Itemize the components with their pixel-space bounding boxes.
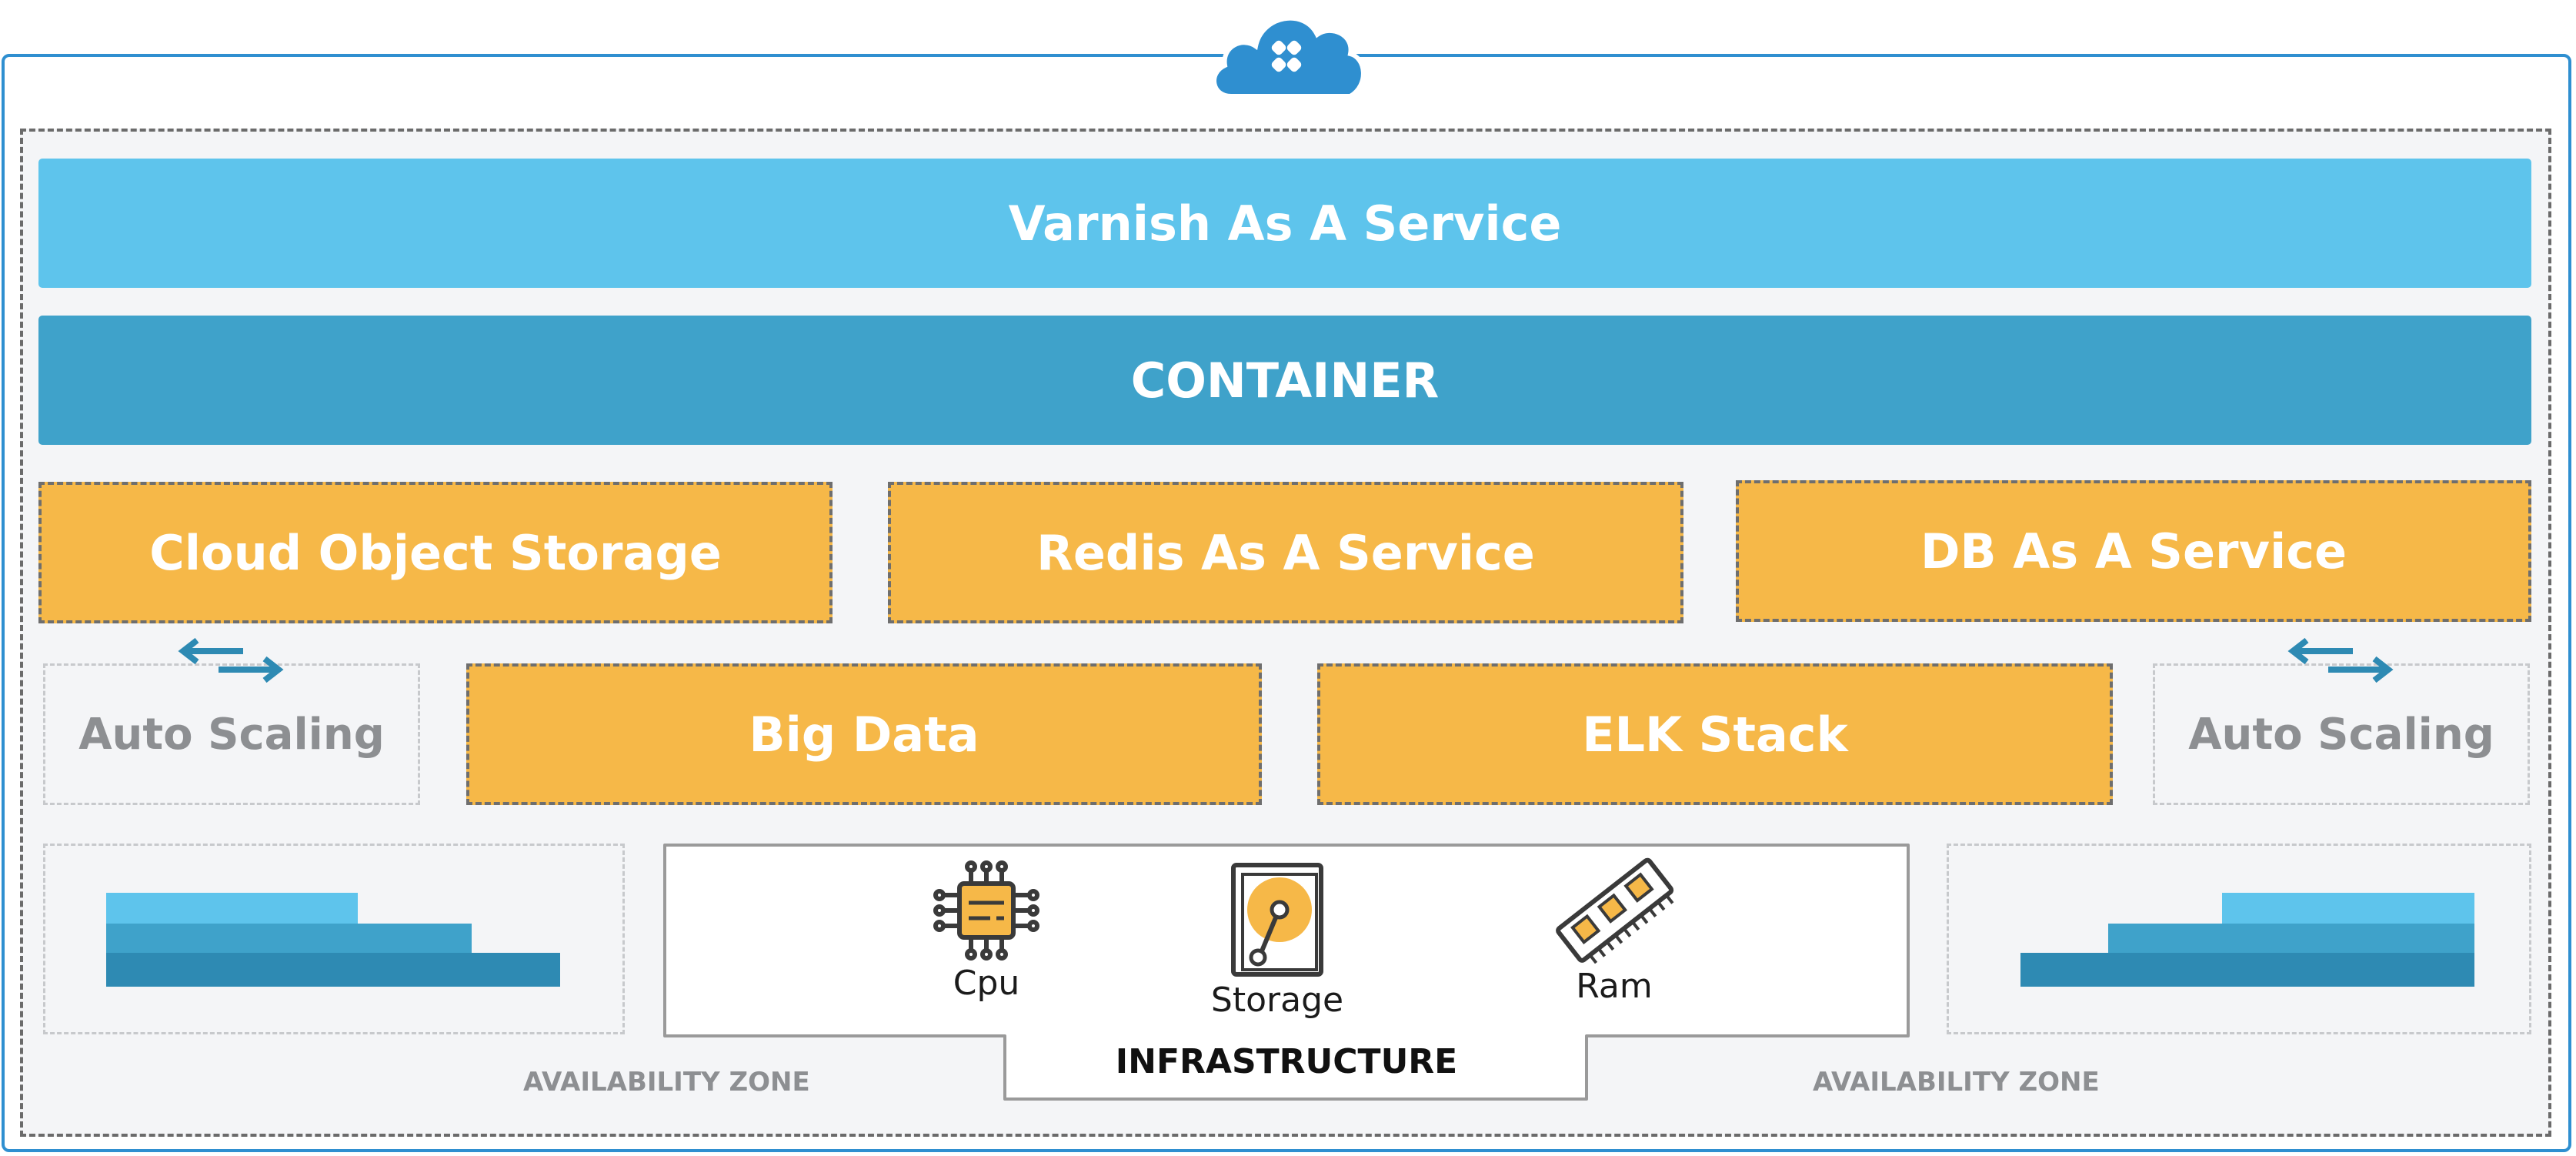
cpu-icon bbox=[933, 860, 1039, 961]
cloud-logo-icon bbox=[1212, 15, 1366, 99]
cpu-label: Cpu bbox=[953, 964, 1020, 1003]
cloud-object-storage-box[interactable]: Cloud Object Storage bbox=[38, 482, 833, 623]
db-service-box[interactable]: DB As A Service bbox=[1736, 480, 2531, 622]
arrows-icon bbox=[2287, 637, 2394, 683]
varnish-band[interactable]: Varnish As A Service bbox=[38, 159, 2531, 288]
infrastructure-title: INFRASTRUCTURE bbox=[1115, 1042, 1458, 1081]
zone-stack-bar bbox=[106, 953, 560, 987]
auto-scaling-left[interactable]: Auto Scaling bbox=[43, 663, 420, 805]
availability-zone-left-label: AVAILABILITY ZONE bbox=[523, 1067, 810, 1098]
ram-label: Ram bbox=[1576, 967, 1653, 1006]
availability-zone-right-label: AVAILABILITY ZONE bbox=[1813, 1067, 2100, 1098]
redis-service-box[interactable]: Redis As A Service bbox=[888, 482, 1683, 623]
storage-resource[interactable]: Storage bbox=[1177, 862, 1377, 1020]
zone-stack-bar bbox=[106, 893, 358, 924]
cpu-resource[interactable]: Cpu bbox=[886, 860, 1086, 1003]
elk-stack-box[interactable]: ELK Stack bbox=[1317, 663, 2113, 805]
storage-icon bbox=[1231, 863, 1323, 977]
big-data-box[interactable]: Big Data bbox=[466, 663, 1262, 805]
ram-icon bbox=[1556, 857, 1674, 964]
zone-stack-bar bbox=[106, 924, 472, 953]
auto-scaling-right[interactable]: Auto Scaling bbox=[2153, 663, 2530, 805]
zone-stack-bar bbox=[2108, 924, 2474, 953]
infrastructure-panel: Cpu Storage bbox=[663, 844, 1910, 1101]
zone-stack-bar bbox=[2222, 893, 2474, 924]
storage-label: Storage bbox=[1210, 981, 1344, 1020]
arrows-icon bbox=[178, 637, 284, 683]
ram-resource[interactable]: Ram bbox=[1514, 856, 1714, 1006]
zone-stack-bar bbox=[2020, 953, 2474, 987]
container-band[interactable]: CONTAINER bbox=[38, 316, 2531, 445]
